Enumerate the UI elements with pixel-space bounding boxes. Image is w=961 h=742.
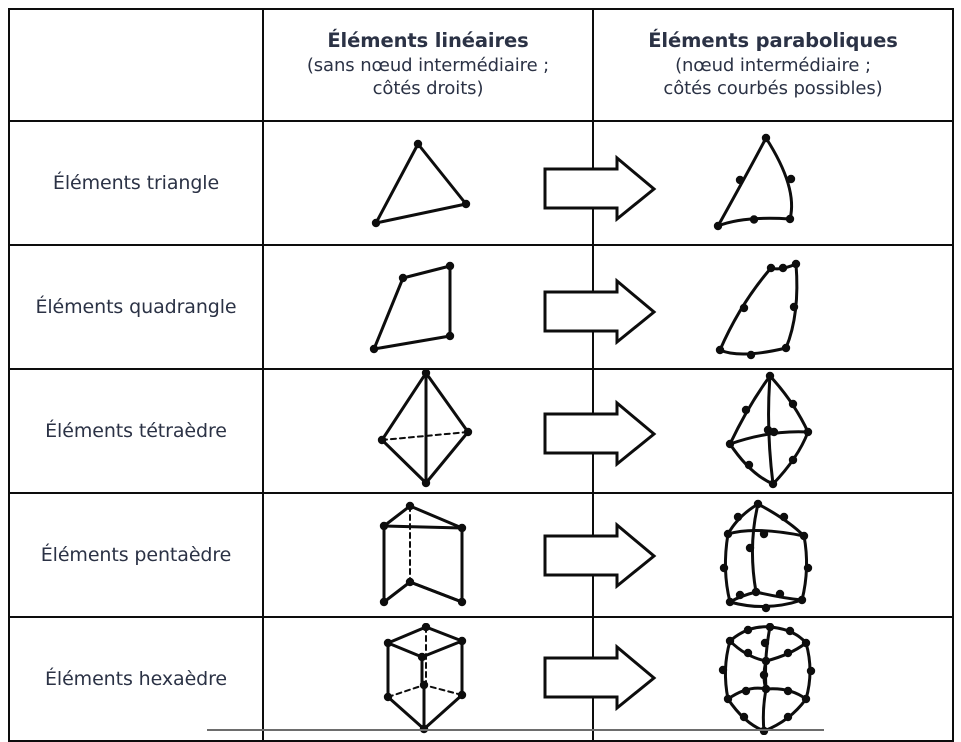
table-row: Éléments pentaèdre <box>8 492 954 618</box>
linear-shape-cell-hexaedre <box>262 616 594 742</box>
parabolic-hexahedron-icon <box>718 623 816 735</box>
row-label-text: Éléments hexaèdre <box>44 668 228 690</box>
table-row: Éléments triangle <box>8 120 954 246</box>
header-parabolic-sub-line1: (nœud intermédiaire ; <box>675 55 871 77</box>
table-row: Éléments hexaèdre <box>8 616 954 742</box>
header-linear-title: Éléments linéaires <box>327 29 529 53</box>
row-label-text: Éléments tétraèdre <box>45 420 227 442</box>
linear-shape-cell-triangle <box>262 120 594 246</box>
row-label-text: Éléments quadrangle <box>35 296 237 318</box>
parabolic-triangle-icon <box>713 133 796 231</box>
row-label-tetraedre: Éléments tétraèdre <box>8 368 264 494</box>
finite-element-table: Éléments linéaires (sans nœud intermédia… <box>8 8 954 742</box>
linear-shape-cell-tetraedre <box>262 368 594 494</box>
linear-triangle-icon <box>371 139 471 228</box>
header-linear-sub-line1: (sans nœud intermédiaire ; <box>306 55 550 77</box>
header-linear-sub-line2: côtés droits) <box>372 78 484 100</box>
parabolic-shape-cell-pentaedre <box>592 492 954 618</box>
parabolic-quadrangle-icon <box>715 259 801 360</box>
linear-hexahedron-icon <box>383 623 467 734</box>
parabolic-shape-cell-hexaedre <box>592 616 954 742</box>
header-cell-empty <box>8 8 264 122</box>
row-label-text: Éléments triangle <box>52 172 220 194</box>
linear-tetrahedron-icon <box>377 370 473 488</box>
table-row: Éléments tétraèdre <box>8 368 954 494</box>
row-label-pentaedre: Éléments pentaèdre <box>8 492 264 618</box>
table-header-row: Éléments linéaires (sans nœud intermédia… <box>8 8 954 122</box>
header-parabolic-title: Éléments paraboliques <box>648 29 898 53</box>
parabolic-pentahedron-icon <box>719 499 813 613</box>
row-label-text: Éléments pentaèdre <box>40 544 232 566</box>
parabolic-shape-cell-quadrangle <box>592 244 954 370</box>
row-label-quadrangle: Éléments quadrangle <box>8 244 264 370</box>
header-parabolic-sub-line2: côtés courbés possibles) <box>663 78 883 100</box>
parabolic-shape-cell-tetraedre <box>592 368 954 494</box>
linear-pentahedron-icon <box>379 501 467 607</box>
linear-quadrangle-icon <box>369 261 455 354</box>
row-label-triangle: Éléments triangle <box>8 120 264 246</box>
bottom-rule <box>207 729 824 731</box>
row-label-hexaedre: Éléments hexaèdre <box>8 616 264 742</box>
linear-shape-cell-pentaedre <box>262 492 594 618</box>
parabolic-shape-cell-triangle <box>592 120 954 246</box>
linear-shape-cell-quadrangle <box>262 244 594 370</box>
table-row: Éléments quadrangle <box>8 244 954 370</box>
parabolic-tetrahedron-icon <box>725 371 813 489</box>
header-cell-parabolic: Éléments paraboliques (nœud intermédiair… <box>592 8 954 122</box>
header-cell-linear: Éléments linéaires (sans nœud intermédia… <box>262 8 594 122</box>
